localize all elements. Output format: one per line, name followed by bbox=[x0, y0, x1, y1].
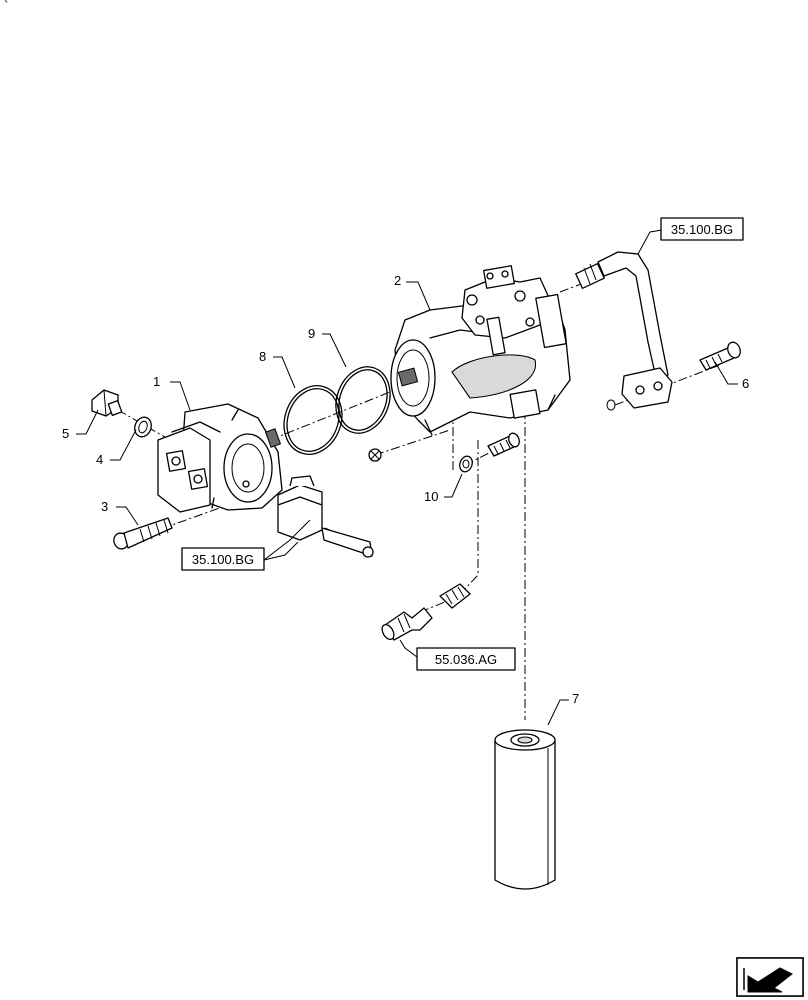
callout-6: 6 bbox=[742, 376, 749, 391]
reference-link-top-right[interactable]: 35.100.BG bbox=[671, 222, 733, 237]
callout-3: 3 bbox=[101, 499, 108, 514]
part-6-screw bbox=[699, 341, 741, 371]
callout-1: 1 bbox=[153, 374, 160, 389]
part-4-washer bbox=[134, 416, 152, 438]
next-page-arrow-icon[interactable] bbox=[736, 957, 804, 997]
dash-line-pump-axis bbox=[269, 379, 421, 441]
part-10-screw bbox=[487, 432, 520, 457]
corner-mark: ` bbox=[4, 0, 8, 13]
callout-10: 10 bbox=[424, 489, 438, 504]
fittings-assembly bbox=[381, 583, 471, 641]
callout-8: 8 bbox=[259, 349, 266, 364]
pump-screw bbox=[368, 448, 382, 462]
callout-leaders bbox=[76, 229, 738, 726]
callout-7: 7 bbox=[572, 691, 579, 706]
callout-4: 4 bbox=[96, 452, 103, 467]
part-9-oring bbox=[335, 366, 391, 434]
valve-bracket bbox=[277, 475, 374, 558]
part-5-plug bbox=[91, 389, 123, 417]
reference-link-left[interactable]: 35.100.BG bbox=[192, 552, 254, 567]
reference-box-bottom[interactable]: 55.036.AG bbox=[416, 647, 516, 671]
part-10-washer bbox=[459, 455, 473, 473]
reference-link-bottom[interactable]: 55.036.AG bbox=[435, 652, 497, 667]
part-8-oring bbox=[283, 385, 343, 455]
part-7-filter bbox=[494, 729, 556, 890]
dash-line-screw bbox=[374, 429, 451, 456]
part-2-hydraulic-pump bbox=[390, 265, 571, 436]
reference-box-left[interactable]: 35.100.BG bbox=[181, 547, 265, 571]
callout-9: 9 bbox=[308, 326, 315, 341]
pipe-assembly bbox=[575, 251, 673, 411]
callout-labels: 1 2 3 4 5 6 7 8 9 10 bbox=[62, 273, 749, 706]
part-3-screw bbox=[113, 517, 173, 550]
reference-box-top-right[interactable]: 35.100.BG bbox=[660, 217, 744, 241]
callout-5: 5 bbox=[62, 426, 69, 441]
part-1-gear-pump bbox=[157, 403, 283, 513]
callout-2: 2 bbox=[394, 273, 401, 288]
